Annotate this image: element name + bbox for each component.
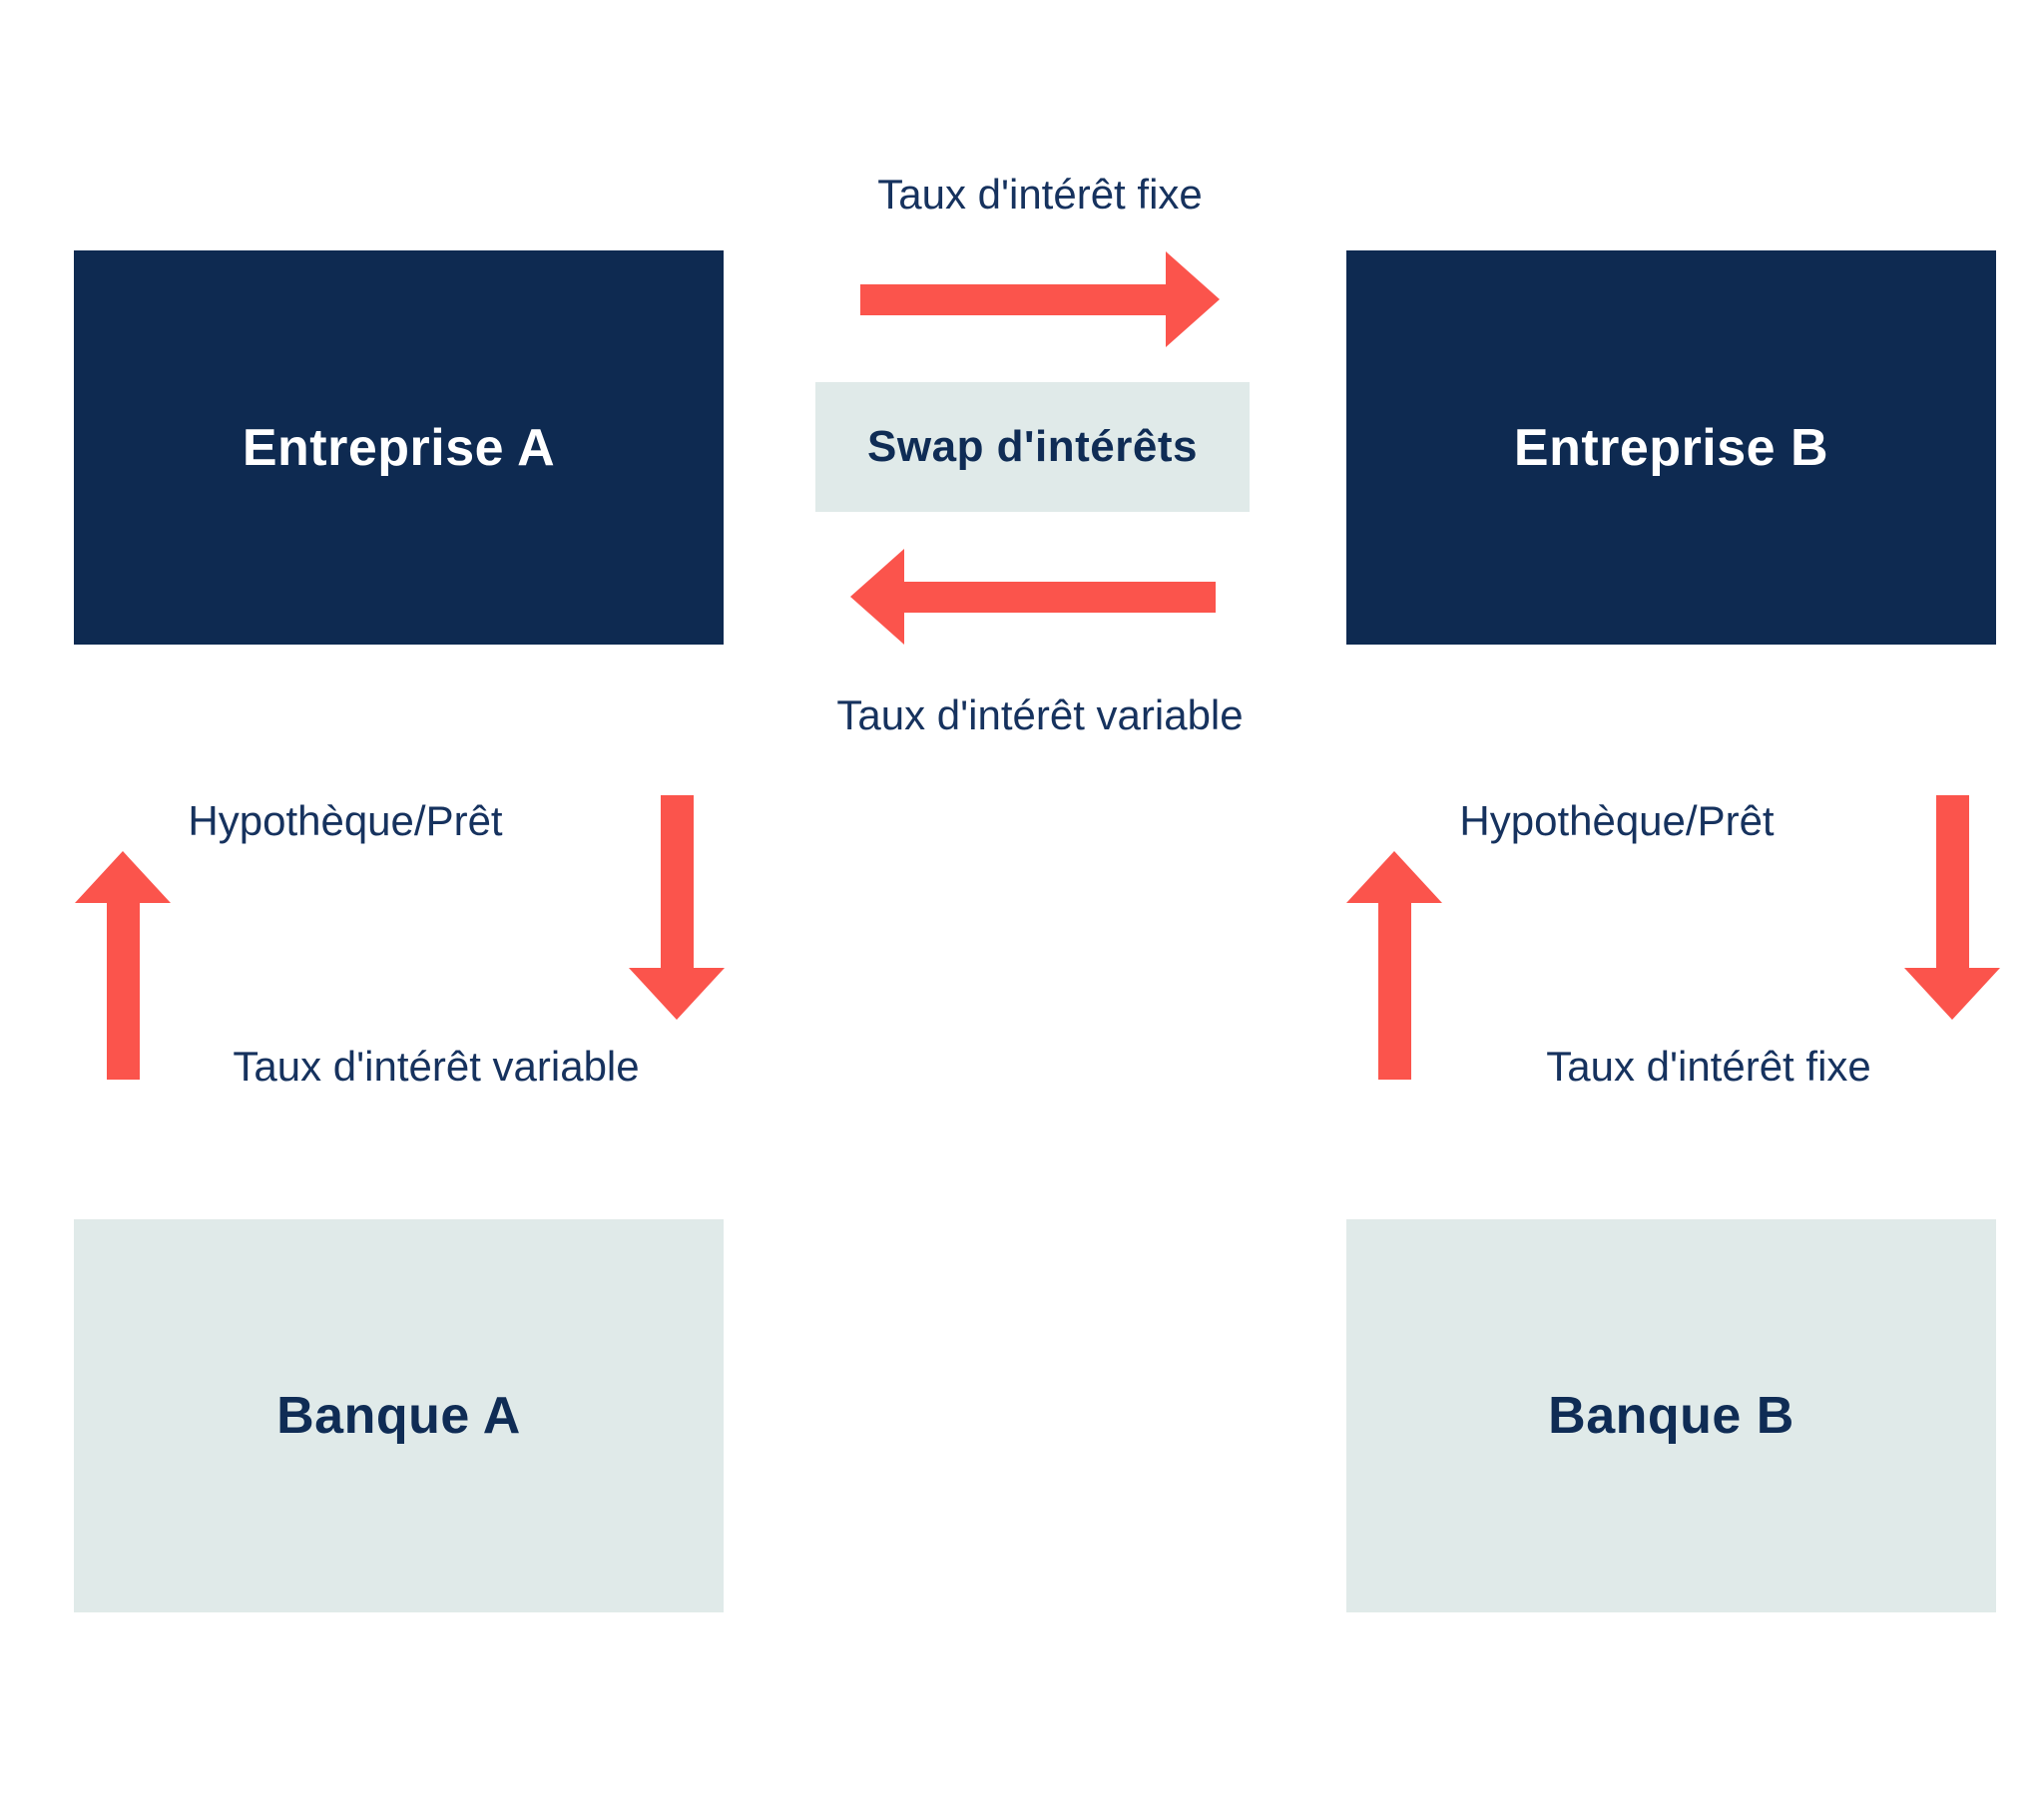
company-b-rate-arrow-down-icon [1902, 795, 2002, 1020]
arrow-head-up [75, 851, 171, 903]
company-a-title: Entreprise A [242, 418, 556, 477]
bank-b-title: Banque B [1548, 1387, 1794, 1445]
arrow-head-right [1166, 251, 1220, 347]
arrow-head-up [1346, 851, 1442, 903]
arrow-head-left [850, 549, 904, 645]
company-a-rate-label: Taux d'intérêt variable [233, 1043, 640, 1090]
variable-rate-mid-label: Taux d'intérêt variable [836, 691, 1244, 738]
fixed-rate-arrow-right-icon [860, 251, 1220, 347]
variable-rate-arrow-left-icon [850, 549, 1216, 645]
company-a-loan-label: Hypothèque/Prêt [188, 797, 503, 844]
bank-a-loan-arrow-up-icon [73, 851, 173, 1080]
arrow-head-down [1904, 968, 2000, 1020]
bank-b-box: Banque B [1346, 1219, 1996, 1612]
swap-box-title: Swap d'intérêts [867, 422, 1198, 471]
arrow-shaft [1935, 795, 1969, 968]
company-a-box: Entreprise A [74, 250, 724, 645]
bank-a-title: Banque A [276, 1387, 521, 1445]
swap-box: Swap d'intérêts [815, 382, 1250, 512]
fixed-rate-top-label: Taux d'intérêt fixe [877, 171, 1203, 218]
bank-b-loan-arrow-up-icon [1344, 851, 1444, 1080]
company-a-rate-arrow-down-icon [627, 795, 727, 1020]
arrow-shaft [1377, 903, 1411, 1080]
company-b-rate-label: Taux d'intérêt fixe [1546, 1043, 1871, 1090]
company-b-title: Entreprise B [1513, 418, 1829, 477]
arrow-shaft [904, 581, 1216, 613]
bank-a-box: Banque A [74, 1219, 724, 1612]
company-b-loan-label: Hypothèque/Prêt [1459, 797, 1775, 844]
arrow-shaft [860, 283, 1166, 315]
arrow-shaft [660, 795, 694, 968]
arrow-shaft [106, 903, 140, 1080]
arrow-head-down [629, 968, 725, 1020]
company-b-box: Entreprise B [1346, 250, 1996, 645]
